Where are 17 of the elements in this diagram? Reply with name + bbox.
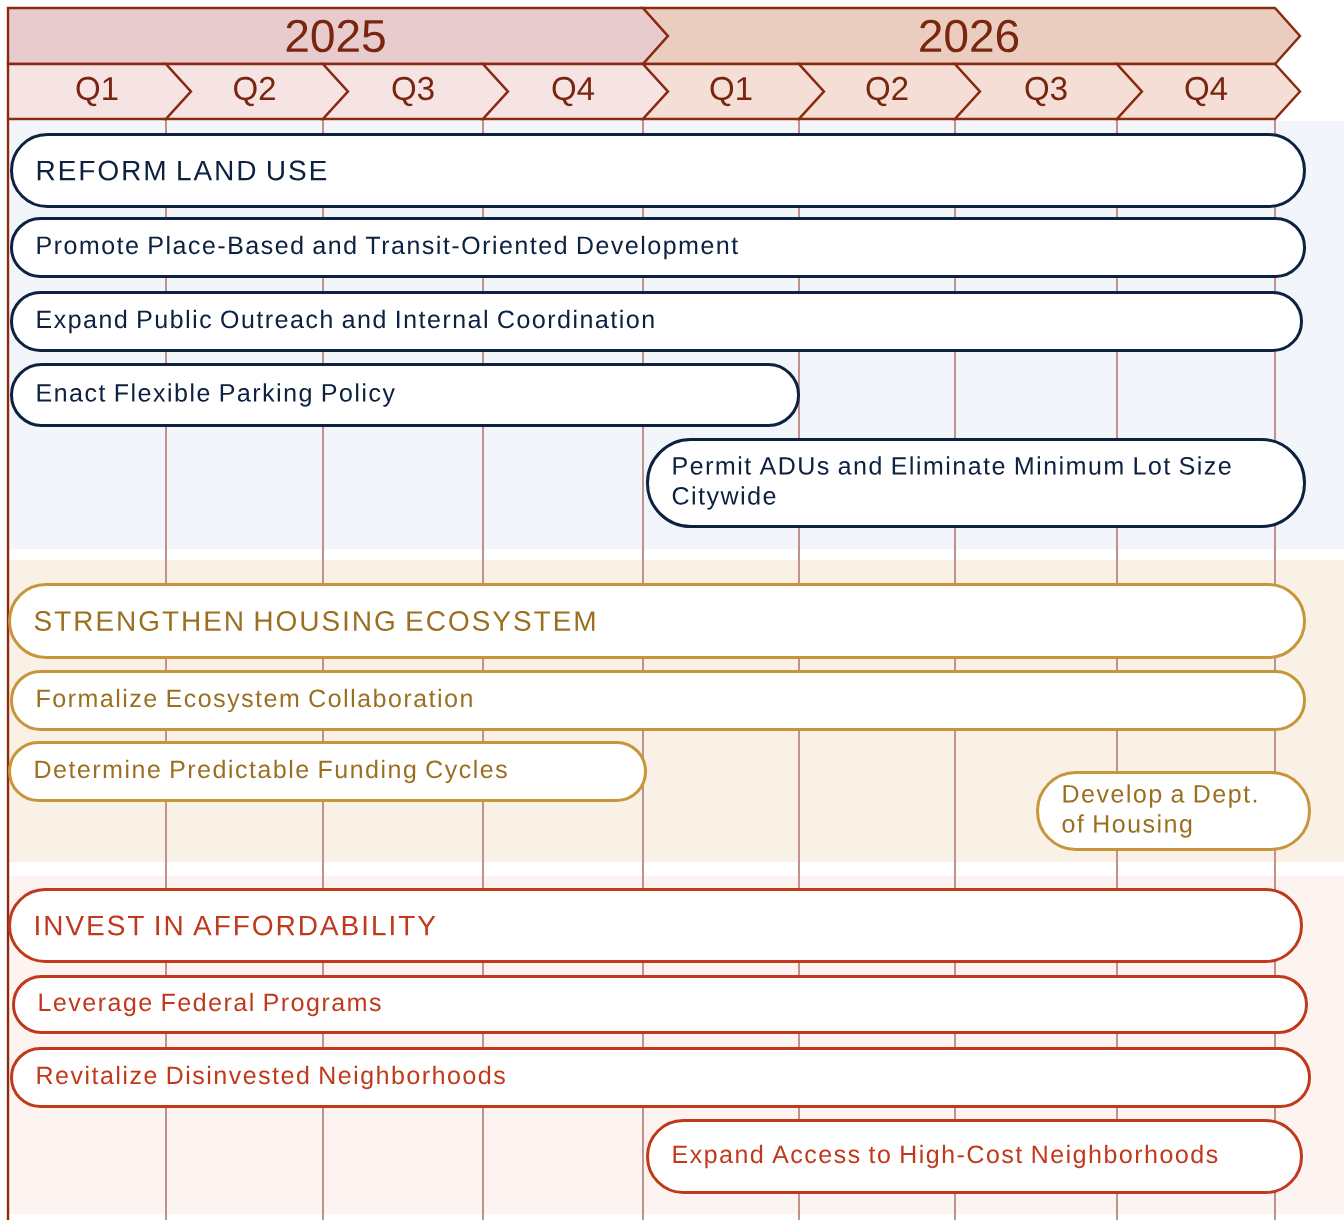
task-pill: Permit ADUs and Eliminate Minimum Lot Size Citywide (646, 438, 1306, 528)
task-pill: Develop a Dept. of Housing (1036, 771, 1311, 851)
heading-pill: INVEST IN AFFORDABILITY (8, 888, 1303, 963)
period-banner: 2026 (640, 6, 1302, 66)
heading-pill: STRENGTHEN HOUSING ECOSYSTEM (8, 583, 1306, 659)
task-pill: Determine Predictable Funding Cycles (8, 741, 647, 802)
heading-pill: REFORM LAND USE (10, 133, 1306, 208)
period-banner: Q4 (1114, 62, 1302, 121)
task-pill: Enact Flexible Parking Policy (10, 363, 800, 427)
task-pill: Formalize Ecosystem Collaboration (10, 670, 1306, 731)
period-banner: Q1 (6, 62, 193, 121)
task-pill: Expand Access to High-Cost Neighborhoods (646, 1119, 1303, 1194)
task-pill: Leverage Federal Programs (12, 975, 1308, 1034)
task-pill: Expand Public Outreach and Internal Coordination (10, 291, 1303, 352)
task-pill: Revitalize Disinvested Neighborhoods (10, 1047, 1311, 1108)
period-banner: 2025 (6, 6, 670, 66)
task-pill: Promote Place-Based and Transit-Oriented Development (10, 217, 1306, 278)
